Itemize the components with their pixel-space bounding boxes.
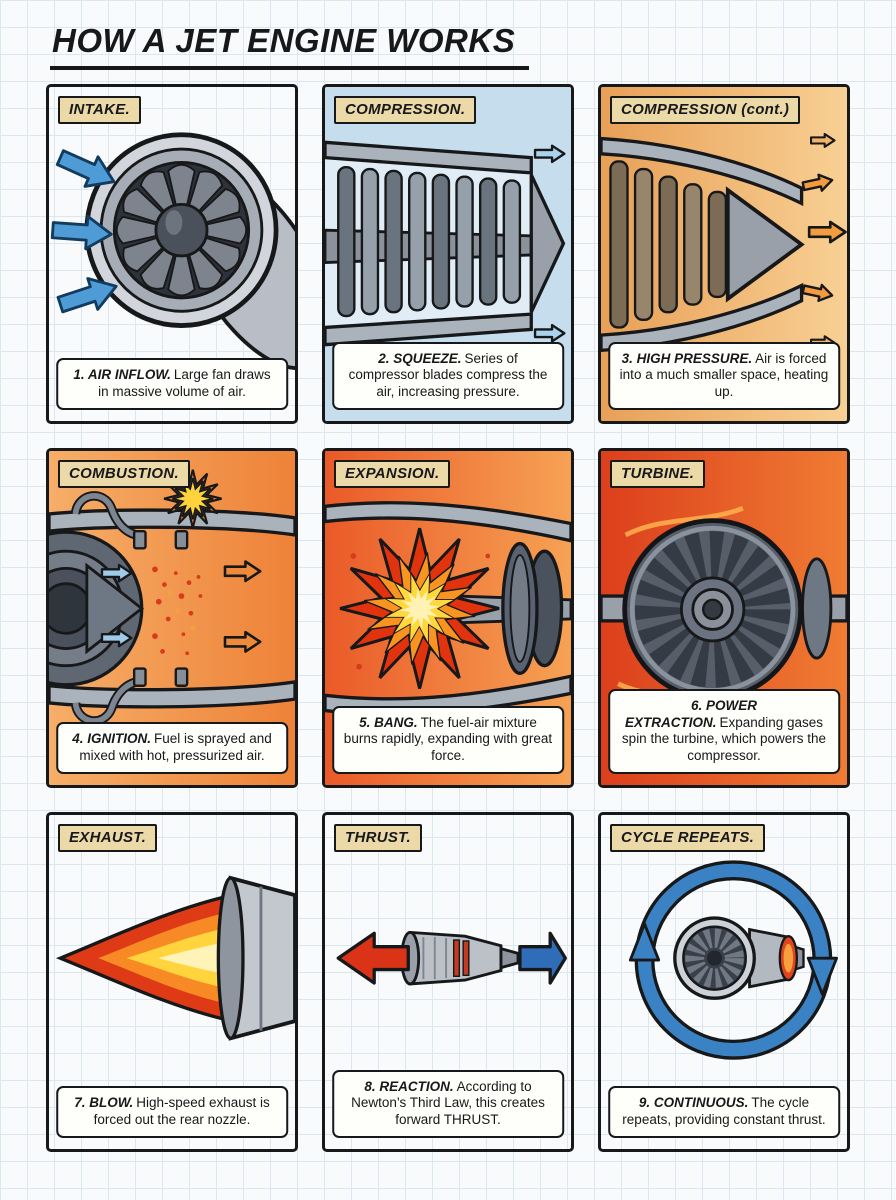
caption-lead: 5. BANG.: [359, 714, 418, 730]
panel-label: EXPANSION.: [334, 460, 451, 488]
caption-lead: 3. HIGH PRESSURE.: [621, 350, 753, 366]
panel-caption: 5. BANG.The fuel-air mixture burns rapid…: [332, 705, 564, 774]
exhaust-illustration: [55, 875, 295, 1041]
caption-lead: 1. AIR INFLOW.: [73, 367, 171, 383]
panel-caption: 1. AIR INFLOW.Large fan draws in massive…: [56, 358, 288, 410]
explosion-sparks: [350, 553, 491, 670]
panel-exhaust: EXHAUST. 7. BLOW.High-speed exhaust is f…: [46, 812, 298, 1152]
exhaust-nozzle: [216, 875, 295, 1041]
cycle-arrows: [628, 860, 839, 1060]
exit-cone: [529, 174, 566, 313]
lower-casing: [325, 312, 533, 347]
panel-label: COMPRESSION (cont.): [610, 96, 801, 124]
fuel-injectors: [70, 491, 189, 726]
caption-body: Large fan draws in massive volume of air…: [98, 367, 271, 399]
panel-label: INTAKE.: [58, 96, 141, 124]
panel-combustion: COMBUSTION. 4. IGNITION.Fuel is sprayed …: [46, 448, 298, 788]
caption-lead: 6. POWER EXTRACTION.: [624, 698, 758, 730]
mini-engine: [673, 916, 805, 1000]
upper-casing: [601, 136, 804, 207]
combustor-stripe: [462, 940, 470, 977]
caption-body: High-speed exhaust is forced out the rea…: [93, 1095, 270, 1127]
upper-casing: [325, 501, 571, 543]
panel-compression: COMPRESSION. 2. SQUEEZE.Series of compre…: [322, 84, 574, 424]
rear-turbine-stage: [801, 557, 833, 660]
exit-cone: [725, 186, 805, 303]
fuel-spray-droplets: [152, 566, 203, 656]
cycle-arrowhead-down: [806, 956, 839, 996]
spinner-cone: [154, 202, 209, 258]
panel-caption: 3. HIGH PRESSURE.Air is forced into a mu…: [608, 341, 840, 410]
caption-body: Expanding gases spin the turbine, which …: [621, 714, 827, 763]
caption-lead: 8. REACTION.: [364, 1078, 454, 1094]
panel-caption: 4. IGNITION.Fuel is sprayed and mixed wi…: [56, 722, 288, 774]
caption-lead: 7. BLOW.: [74, 1095, 134, 1111]
turbine-wheel: [622, 518, 804, 701]
caption-lead: 9. CONTINUOUS.: [638, 1095, 749, 1111]
intake-fan-illustration: [50, 132, 295, 371]
exhaust-flame: [55, 893, 235, 1024]
panel-label: TURBINE.: [610, 460, 706, 488]
mini-engine: [400, 930, 520, 986]
panel-thrust: THRUST. 8. REACTION.According to Newton'…: [322, 812, 574, 1152]
panel-label: COMPRESSION.: [334, 96, 477, 124]
panel-caption: 2. SQUEEZE.Series of compressor blades c…: [332, 341, 564, 410]
panel-label: COMBUSTION.: [58, 460, 190, 488]
mini-nozzle: [499, 946, 520, 970]
combustor-stripe: [452, 939, 461, 977]
caption-body: According to Newton's Third Law, this cr…: [351, 1078, 545, 1127]
panel-grid: INTAKE. 1. AIR INFLOW.Large fan draws in…: [46, 84, 850, 1152]
caption-body: Air is forced into a much smaller space,…: [619, 350, 829, 399]
caption-body: Series of compressor blades compress the…: [348, 350, 548, 399]
panel-label: CYCLE REPEATS.: [610, 824, 766, 852]
page-title: HOW A JET ENGINE WORKS: [50, 20, 530, 70]
compressor-blade-rows: [337, 165, 522, 318]
panel-turbine: TURBINE. 6. POWER EXTRACTION.Expanding g…: [598, 448, 850, 788]
forward-thrust-arrow: [336, 931, 410, 985]
exhaust-reaction-arrow: [518, 931, 567, 985]
inner-cone: [85, 562, 145, 655]
caption-body: The cycle repeats, providing constant th…: [622, 1095, 826, 1127]
cycle-arrowhead-up: [628, 922, 661, 962]
panel-intake: INTAKE. 1. AIR INFLOW.Large fan draws in…: [46, 84, 298, 424]
fan-blades: [685, 928, 744, 988]
caption-lead: 2. SQUEEZE.: [378, 350, 462, 366]
panel-caption: 6. POWER EXTRACTION.Expanding gases spin…: [608, 689, 840, 774]
panel-label: EXHAUST.: [58, 824, 158, 852]
spinner-cone: [706, 950, 723, 966]
panel-caption: 8. REACTION.According to Newton's Third …: [332, 1069, 564, 1138]
caption-body: The fuel-air mixture burns rapidly, expa…: [343, 714, 553, 763]
hot-compressor-rows: [609, 160, 728, 329]
panel-label: THRUST.: [334, 824, 422, 852]
turbine-disc-hub: [509, 554, 531, 663]
panel-cycle-repeats: CYCLE REPEATS. 9. CONTINUOUS.The cycle r…: [598, 812, 850, 1152]
thrust-illustration: [336, 930, 567, 986]
fuel-spray-droplets-hot: [167, 589, 196, 631]
panel-compression-cont: COMPRESSION (cont.) 3. HIGH PRESSURE.Air…: [598, 84, 850, 424]
caption-lead: 4. IGNITION.: [72, 731, 151, 747]
upper-casing: [325, 140, 533, 175]
caption-body: Fuel is sprayed and mixed with hot, pres…: [79, 731, 272, 763]
panel-expansion: EXPANSION. 5. BANG.The fuel-air mixture …: [322, 448, 574, 788]
panel-caption: 7. BLOW.High-speed exhaust is forced out…: [56, 1086, 288, 1138]
panel-caption: 9. CONTINUOUS.The cycle repeats, providi…: [608, 1086, 840, 1138]
cycle-illustration: [628, 860, 839, 1060]
